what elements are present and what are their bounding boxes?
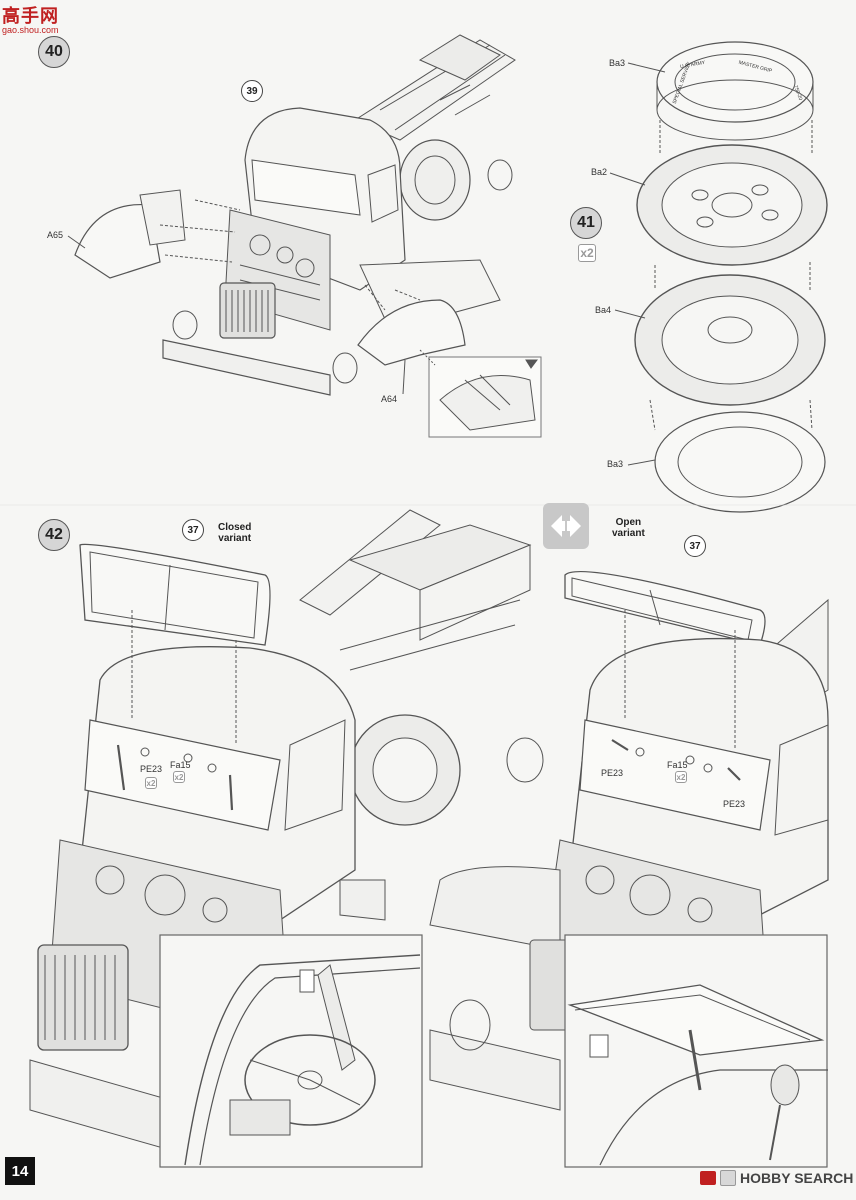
part-label-pe23-open-left: PE23 bbox=[601, 768, 624, 778]
double-arrow-icon bbox=[551, 515, 581, 537]
closed-variant-label: Closed variant bbox=[218, 522, 252, 544]
multiplier-x2-fa15-closed: x2 bbox=[173, 771, 185, 783]
part-label-a65: A65 bbox=[47, 230, 64, 240]
step-badge-41: 41 bbox=[570, 207, 602, 239]
part-label-ba3-top: Ba3 bbox=[609, 58, 626, 68]
multiplier-x2-pe23-closed: x2 bbox=[145, 777, 157, 789]
open-variant-label: Open variant bbox=[612, 517, 645, 539]
multiplier-x2-step41: x2 bbox=[578, 244, 596, 262]
brand-logo-icon bbox=[700, 1171, 716, 1185]
watermark-logo: 高手网 gao.shou.com bbox=[2, 2, 59, 35]
part-label-ba2: Ba2 bbox=[591, 167, 608, 177]
part-label-pe23-closed: PE23 bbox=[140, 764, 163, 774]
part-label-ba4: Ba4 bbox=[595, 305, 612, 315]
footer-brand: HOBBY SEARCH bbox=[700, 1170, 853, 1186]
part-label-pe23-open-right: PE23 bbox=[723, 799, 746, 809]
sub-badge-39: 39 bbox=[241, 80, 263, 102]
sub-badge-37-closed: 37 bbox=[182, 519, 204, 541]
watermark-url: gao.shou.com bbox=[2, 25, 59, 35]
variant-switch-icon bbox=[543, 503, 589, 549]
part-label-fa15-closed: Fa15 bbox=[170, 760, 191, 770]
closed-variant-interior-inset bbox=[159, 934, 423, 1168]
fender-detail-inset bbox=[419, 349, 542, 438]
multiplier-x2-fa15-open: x2 bbox=[675, 771, 687, 783]
step-badge-40: 40 bbox=[38, 36, 70, 68]
part-label-fa15-open: Fa15 bbox=[667, 760, 688, 770]
step-badge-42: 42 bbox=[38, 519, 70, 551]
step40-chassis-drawing bbox=[67, 34, 516, 396]
open-variant-windshield-inset bbox=[564, 934, 828, 1168]
brand-logo-secondary-icon bbox=[720, 1170, 736, 1186]
page-number: 14 bbox=[5, 1157, 35, 1185]
part-label-a64: A64 bbox=[381, 394, 398, 404]
watermark-title: 高手网 bbox=[2, 6, 59, 26]
part-label-ba3-bottom: Ba3 bbox=[607, 459, 624, 469]
step41-wheel-drawing bbox=[609, 41, 828, 513]
footer-brand-text: HOBBY SEARCH bbox=[740, 1170, 854, 1186]
sub-badge-37-open: 37 bbox=[684, 535, 706, 557]
